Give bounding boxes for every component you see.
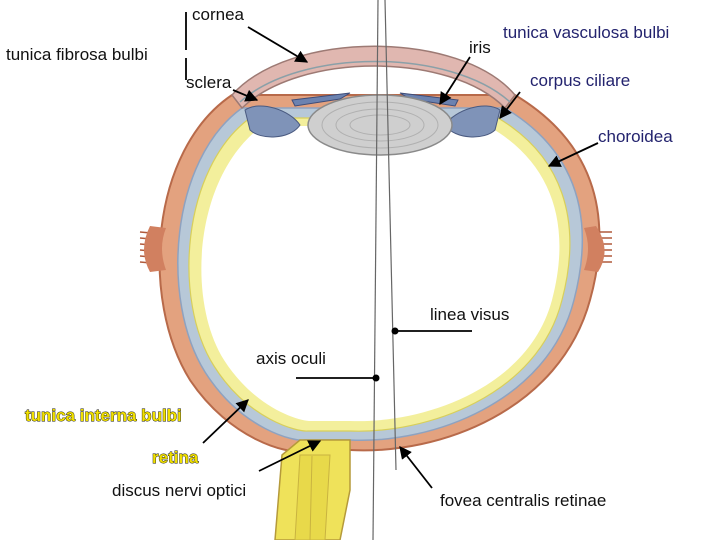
label-tunica-interna-bulbi: tunica interna bulbi bbox=[25, 406, 182, 425]
label-tunica-fibrosa-bulbi: tunica fibrosa bulbi bbox=[6, 45, 148, 64]
label-pointers bbox=[185, 12, 599, 489]
label-retina: retina bbox=[152, 448, 199, 467]
label-iris: iris bbox=[469, 38, 491, 57]
sclera-right-edge bbox=[584, 226, 605, 272]
choroidea-pointer bbox=[547, 142, 599, 167]
corpus-ciliare-pointer bbox=[499, 91, 521, 119]
vitreous-body bbox=[201, 126, 560, 422]
label-linea-visus: linea visus bbox=[430, 305, 509, 324]
linea-visus-line bbox=[384, 0, 397, 471]
tunica-interna-pointer bbox=[202, 399, 249, 444]
cornea-bracket-pointer bbox=[247, 26, 309, 63]
label-cornea: cornea bbox=[192, 5, 245, 24]
label-tunica-vasculosa-bulbi: tunica vasculosa bulbi bbox=[503, 23, 669, 42]
label-discus-nervi-optici: discus nervi optici bbox=[112, 481, 246, 500]
label-choroidea: choroidea bbox=[598, 127, 673, 146]
label-axis-oculi: axis oculi bbox=[256, 349, 326, 368]
cornea-inner-line bbox=[239, 60, 511, 103]
label-fovea-centralis-retinae: fovea centralis retinae bbox=[440, 491, 606, 510]
lens bbox=[307, 94, 453, 156]
label-sclera: sclera bbox=[186, 73, 232, 92]
axis-oculi-line bbox=[372, 0, 379, 540]
iris-pointer bbox=[439, 56, 471, 106]
discus-pointer bbox=[258, 440, 322, 472]
iris-left bbox=[291, 92, 351, 107]
axis-oculi-dot bbox=[372, 374, 380, 382]
label-corpus-ciliare: corpus ciliare bbox=[530, 71, 630, 90]
sclera-left-edge bbox=[144, 226, 166, 272]
fovea-pointer bbox=[399, 446, 433, 489]
linea-visus-dot bbox=[391, 327, 399, 335]
optic-nerve bbox=[274, 439, 351, 540]
sclera-pointer bbox=[232, 89, 259, 102]
ciliary-body-left bbox=[244, 105, 301, 138]
eyeball bbox=[139, 94, 612, 452]
